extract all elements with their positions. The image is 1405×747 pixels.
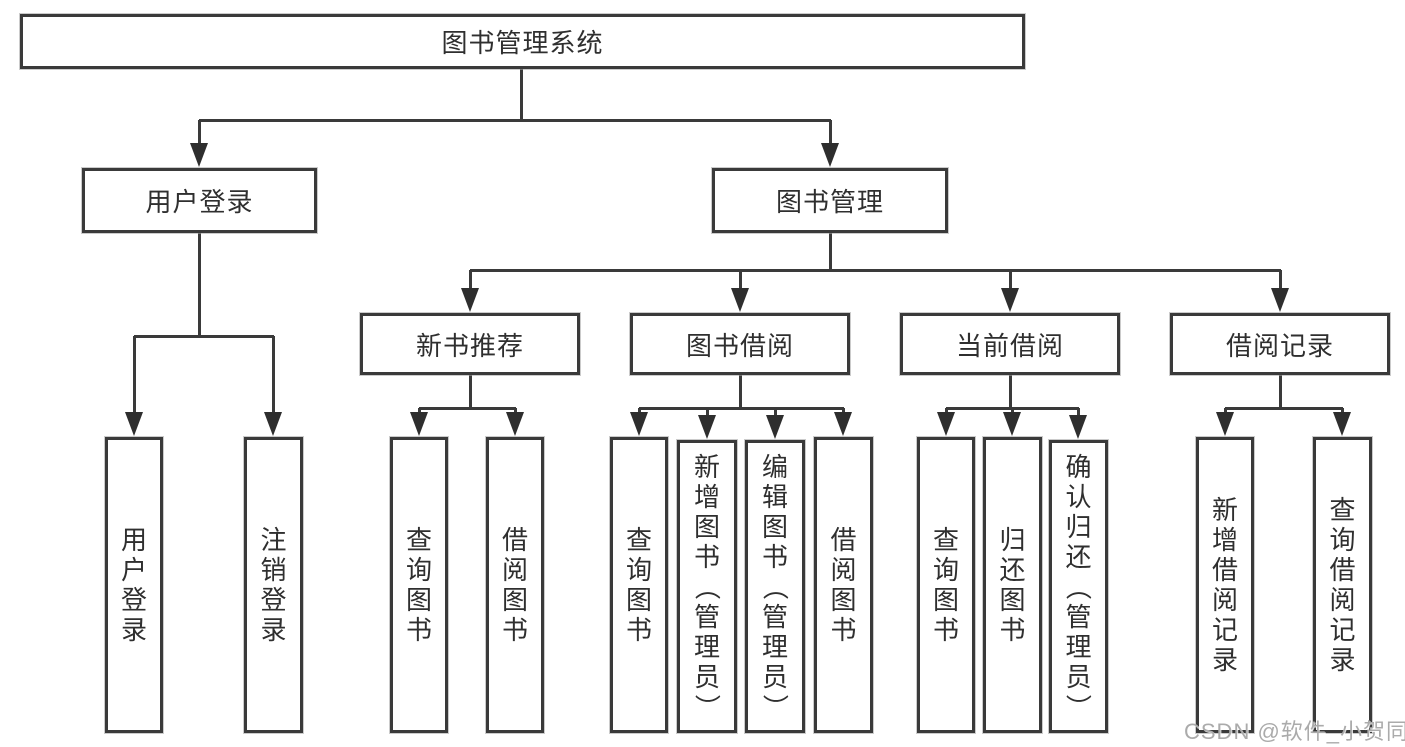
- connector-line-horizontal: [470, 269, 1281, 272]
- node-label: 注销登录: [260, 525, 287, 645]
- node-label: 查询图书: [625, 525, 652, 645]
- node-label: 编辑图书（管理员）: [759, 451, 790, 720]
- node-v-edit-book: 编辑图书（管理员）: [745, 440, 805, 733]
- arrowhead-down-icon: [630, 412, 648, 436]
- node-root: 图书管理系统: [20, 14, 1025, 69]
- connector-line-horizontal: [639, 407, 844, 410]
- connector-line-vertical: [520, 69, 523, 122]
- arrowhead-down-icon: [190, 143, 208, 167]
- node-label: 新书推荐: [415, 330, 524, 361]
- connector-line-vertical: [133, 336, 136, 421]
- node-label: 归还图书: [999, 525, 1026, 645]
- node-label: 新增图书（管理员）: [691, 451, 722, 720]
- node-label: 用户登录: [145, 187, 254, 217]
- node-current-borrow: 当前借阅: [900, 313, 1120, 375]
- node-v-add-borrow-record: 新增借阅记录: [1196, 437, 1254, 733]
- node-label: 借阅图书: [830, 525, 857, 645]
- node-v-confirm-return: 确认归还（管理员）: [1049, 440, 1108, 733]
- node-v-query-book-3: 查询图书: [917, 437, 975, 733]
- node-v-return-book: 归还图书: [983, 437, 1042, 733]
- arrowhead-down-icon: [461, 288, 479, 312]
- connector-line-vertical: [829, 120, 832, 154]
- connector-line-vertical: [469, 375, 472, 409]
- connector-line-horizontal: [419, 407, 516, 410]
- node-label: 确认归还（管理员）: [1063, 451, 1094, 720]
- connector-line-horizontal: [134, 335, 274, 338]
- connector-line-vertical: [739, 375, 742, 409]
- node-book-mgmt: 图书管理: [712, 168, 948, 233]
- connector-line-vertical: [1279, 270, 1282, 298]
- node-new-book-rec: 新书推荐: [360, 313, 580, 375]
- node-v-add-book: 新增图书（管理员）: [677, 440, 737, 733]
- arrowhead-down-icon: [506, 412, 524, 436]
- arrowhead-down-icon: [1216, 412, 1234, 436]
- node-label: 图书管理: [775, 187, 884, 217]
- node-v-query-book-2: 查询图书: [610, 437, 668, 733]
- arrowhead-down-icon: [1003, 412, 1021, 436]
- node-label: 当前借阅: [955, 330, 1064, 361]
- csdn-watermark: CSDN @软件_小贺同学: [1184, 719, 1405, 744]
- connector-line-vertical: [1279, 375, 1282, 409]
- node-v-query-borrow-record: 查询借阅记录: [1313, 437, 1372, 733]
- node-book-borrow: 图书借阅: [630, 313, 850, 375]
- node-label: 用户登录: [120, 525, 147, 645]
- arrowhead-down-icon: [821, 143, 839, 167]
- arrowhead-down-icon: [834, 412, 852, 436]
- node-label: 查询图书: [932, 525, 959, 645]
- node-label: 新增借阅记录: [1211, 495, 1238, 675]
- connector-line-vertical: [272, 336, 275, 421]
- connector-line-vertical: [469, 270, 472, 298]
- connector-line-vertical: [739, 270, 742, 298]
- node-v-query-book-1: 查询图书: [390, 437, 448, 733]
- node-v-borrow-book-1: 借阅图书: [486, 437, 544, 733]
- node-label: 查询图书: [405, 525, 432, 645]
- connector-line-horizontal: [199, 119, 831, 122]
- arrowhead-down-icon: [937, 412, 955, 436]
- node-label: 借阅图书: [501, 525, 528, 645]
- arrowhead-down-icon: [731, 288, 749, 312]
- connector-line-vertical: [198, 120, 201, 154]
- arrowhead-down-icon: [1333, 412, 1351, 436]
- node-v-logout: 注销登录: [244, 437, 303, 733]
- node-v-user-login: 用户登录: [105, 437, 163, 733]
- connector-line-horizontal: [1225, 407, 1343, 410]
- connector-line-vertical: [1009, 375, 1012, 409]
- node-v-borrow-book-2: 借阅图书: [814, 437, 873, 733]
- arrowhead-down-icon: [1001, 288, 1019, 312]
- arrowhead-down-icon: [264, 412, 282, 436]
- arrowhead-down-icon: [698, 415, 716, 439]
- node-label: 借阅记录: [1225, 330, 1334, 361]
- arrowhead-down-icon: [410, 412, 428, 436]
- connector-line-vertical: [198, 233, 201, 338]
- arrowhead-down-icon: [1069, 415, 1087, 439]
- node-borrow-record: 借阅记录: [1170, 313, 1390, 375]
- connector-line-vertical: [1009, 270, 1012, 298]
- node-label: 图书借阅: [685, 330, 794, 361]
- node-label: 图书管理系统: [441, 28, 604, 58]
- connector-line-vertical: [829, 233, 832, 272]
- arrowhead-down-icon: [766, 415, 784, 439]
- arrowhead-down-icon: [1271, 288, 1289, 312]
- node-label: 查询借阅记录: [1329, 495, 1356, 675]
- arrowhead-down-icon: [125, 412, 143, 436]
- node-user-login: 用户登录: [82, 168, 317, 233]
